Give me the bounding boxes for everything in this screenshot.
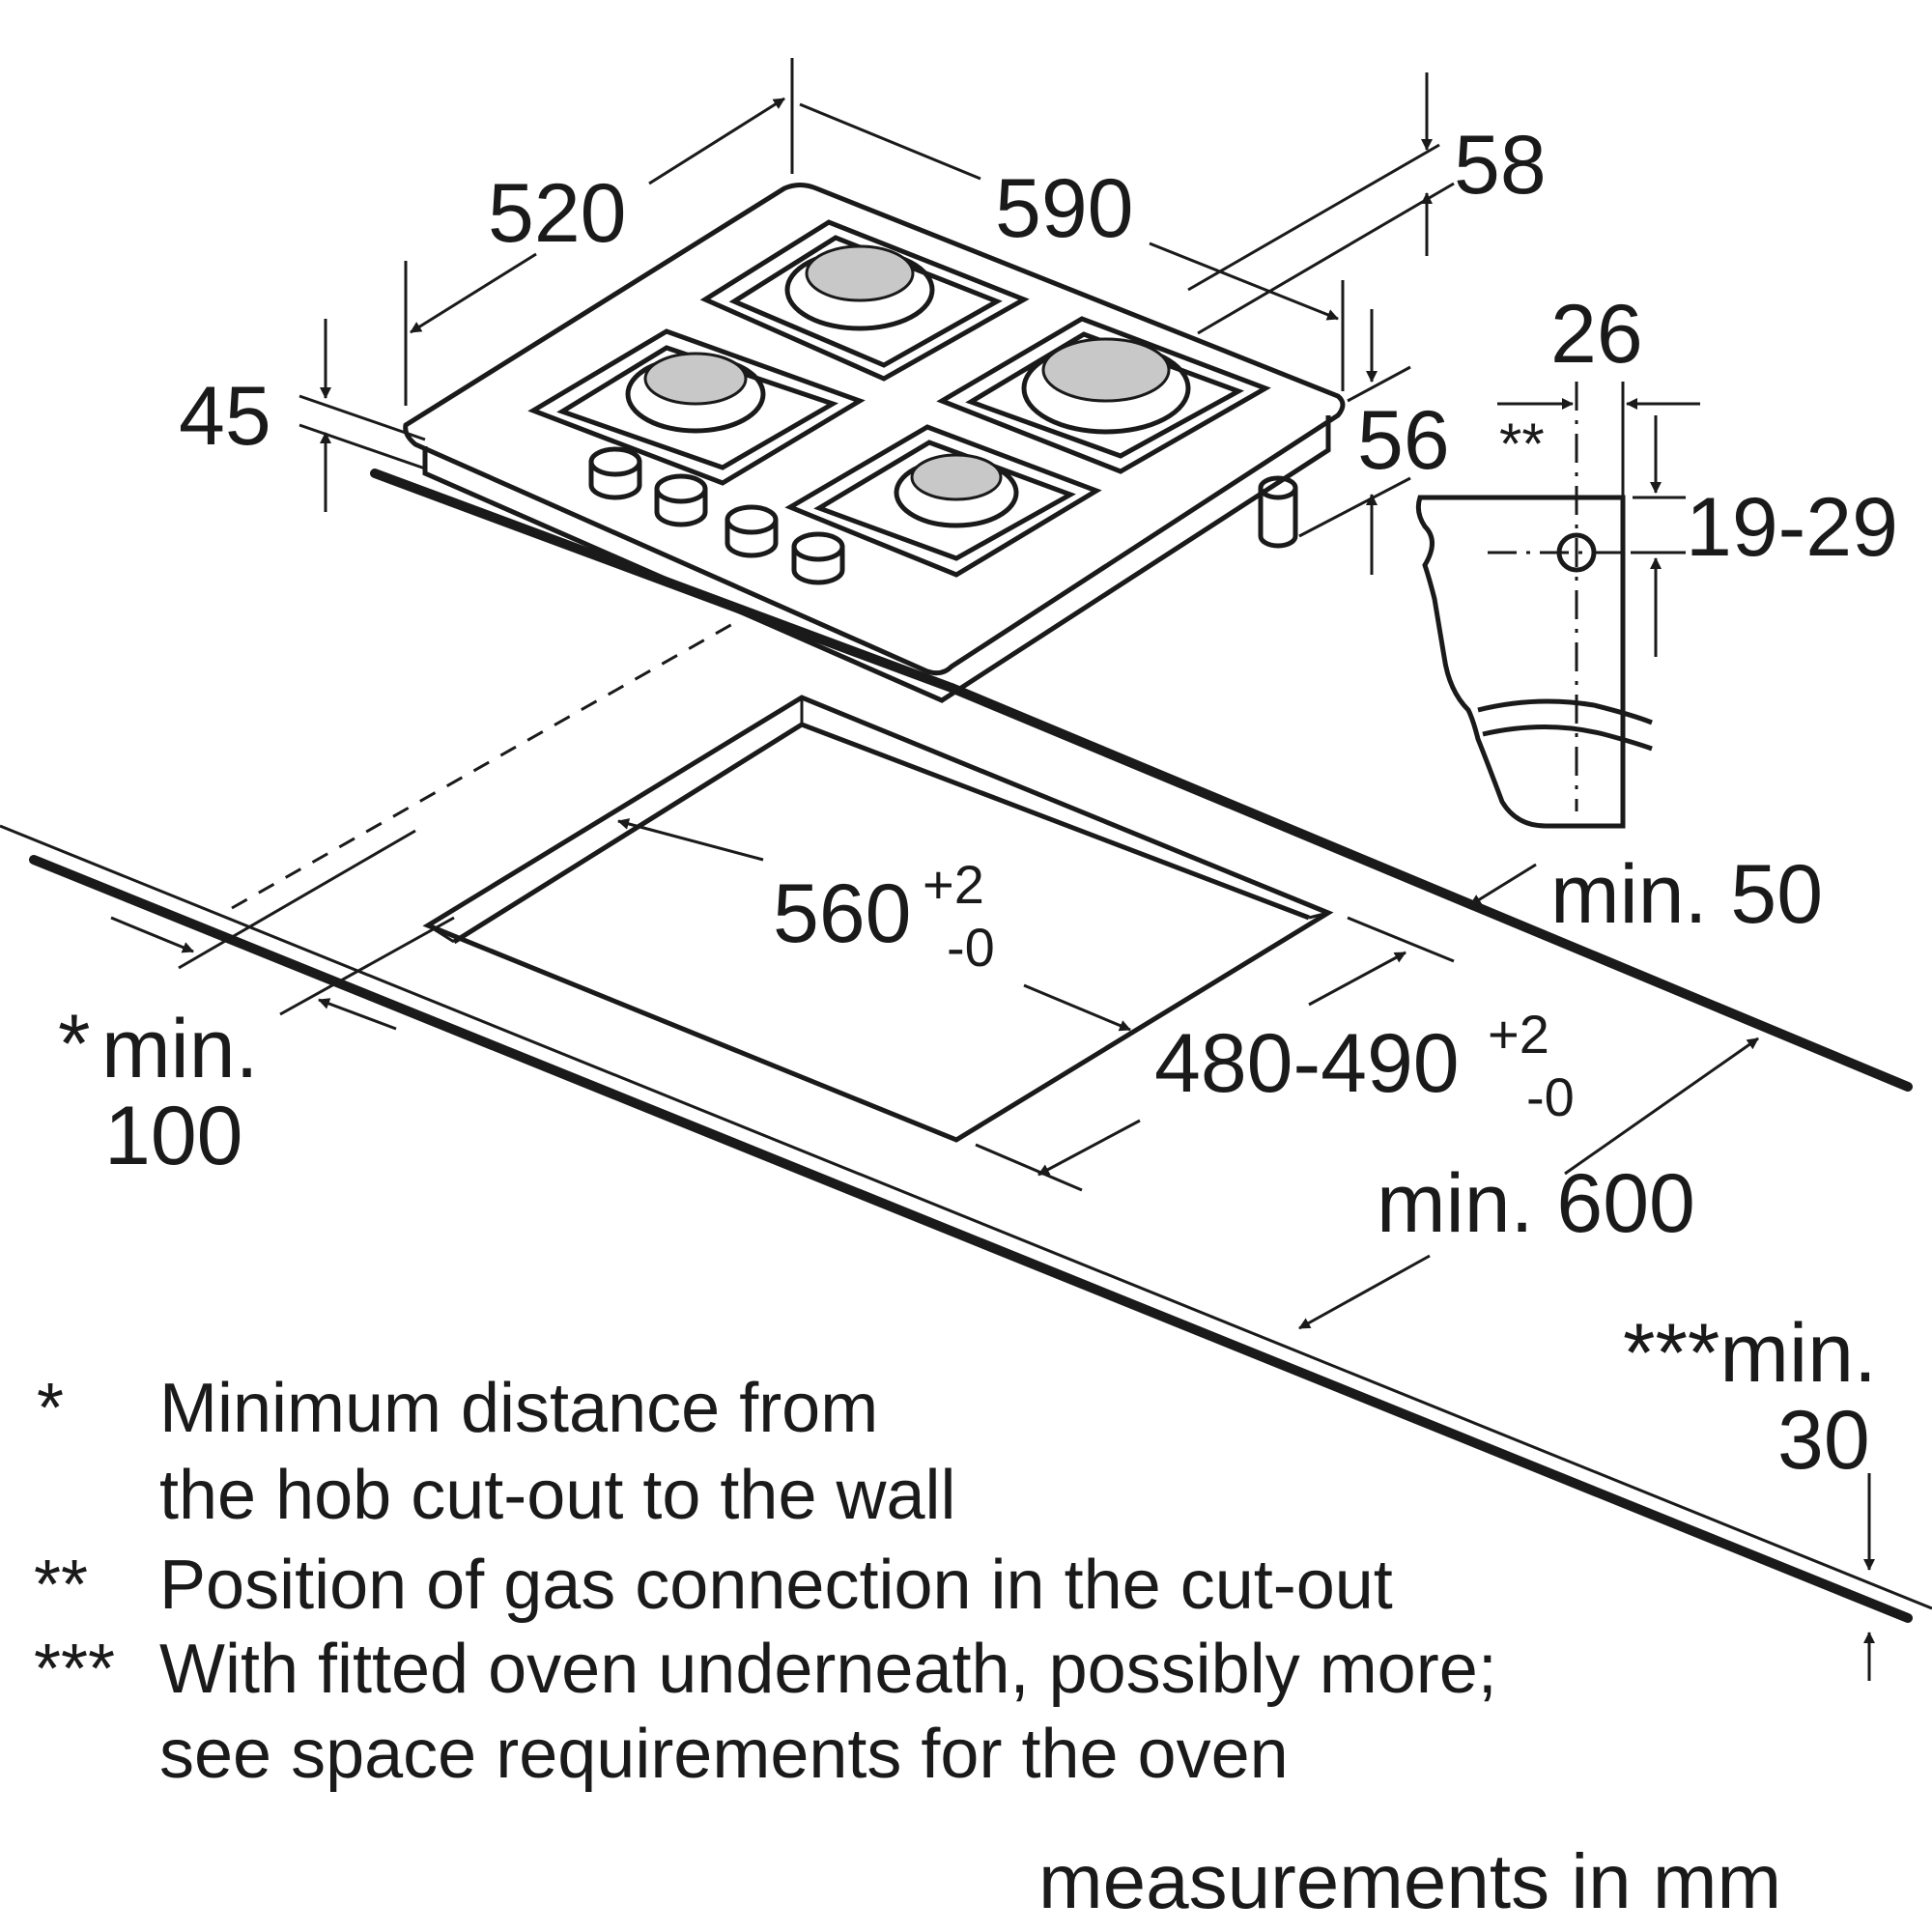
burner-back-left bbox=[784, 244, 935, 331]
clearance-dims bbox=[110, 829, 1875, 1681]
note-3-line-1: With fitted oven underneath, possibly mo… bbox=[159, 1631, 1497, 1708]
note-1-marker: * bbox=[37, 1370, 64, 1447]
dim-min-600: min. 600 bbox=[1377, 1157, 1695, 1250]
worktop bbox=[0, 621, 1932, 1623]
burner-front-right bbox=[894, 453, 1019, 528]
dim-590: 590 bbox=[995, 162, 1134, 255]
control-knobs bbox=[588, 446, 845, 585]
note-3-line-2: see space requirements for the oven bbox=[159, 1716, 1289, 1793]
gas-connection-stub bbox=[1258, 475, 1298, 549]
dim-560-tol-minus: -0 bbox=[947, 917, 995, 978]
connection-marker: ** bbox=[1499, 412, 1545, 476]
dim-480-490: 480-490 bbox=[1154, 1017, 1460, 1110]
dim-56: 56 bbox=[1357, 394, 1450, 487]
dim-worktop-min-label: ***min. bbox=[1623, 1307, 1877, 1400]
dim-58: 58 bbox=[1454, 119, 1547, 212]
burner-back-right bbox=[1021, 337, 1191, 435]
dim-lines-top bbox=[298, 58, 1455, 575]
dim-560-tol-plus: +2 bbox=[923, 854, 984, 915]
dim-520: 520 bbox=[488, 167, 627, 260]
dim-worktop-min-value: 30 bbox=[1777, 1394, 1870, 1487]
footnotes: * Minimum distance from the hob cut-out … bbox=[34, 1370, 1781, 1924]
units-label: measurements in mm bbox=[1038, 1838, 1781, 1924]
hob-drawing bbox=[370, 183, 1346, 703]
note-2-marker: ** bbox=[34, 1547, 88, 1624]
dim-wall-min-value: 100 bbox=[104, 1090, 243, 1182]
dim-560: 560 bbox=[773, 867, 912, 960]
dim-45: 45 bbox=[179, 370, 271, 463]
pan-support-front-right bbox=[784, 424, 1102, 578]
note-1-line-1: Minimum distance from bbox=[159, 1370, 878, 1447]
pan-support-back-left bbox=[699, 219, 1030, 382]
pan-support-front-left bbox=[527, 328, 866, 486]
dimension-labels: 520 590 58 45 56 26 ** 19-29 560 +2 -0 4… bbox=[58, 119, 1898, 1487]
dim-26: 26 bbox=[1550, 288, 1643, 381]
note-2-line-1: Position of gas connection in the cut-ou… bbox=[159, 1547, 1393, 1624]
dim-min-50: min. 50 bbox=[1550, 848, 1823, 941]
dim-480-490-tol-plus: +2 bbox=[1488, 1004, 1549, 1065]
burner-front-left bbox=[625, 352, 766, 434]
connection-detail bbox=[1415, 382, 1700, 829]
cutout bbox=[422, 695, 1455, 1192]
note-3-marker: *** bbox=[34, 1631, 115, 1708]
dim-480-490-tol-minus: -0 bbox=[1526, 1066, 1575, 1127]
dim-19-29: 19-29 bbox=[1686, 481, 1898, 574]
wall-marker: * bbox=[58, 998, 90, 1091]
dim-wall-min-label: min. bbox=[101, 1003, 258, 1095]
note-1-line-2: the hob cut-out to the wall bbox=[159, 1457, 956, 1534]
